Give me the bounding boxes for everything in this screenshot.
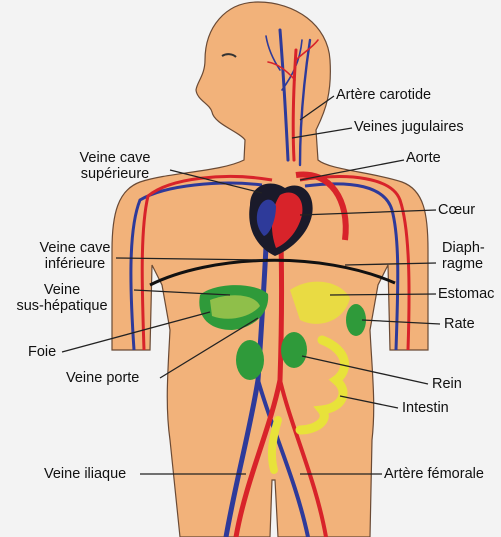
label-veine-sus-hep-2: sus-hépatique xyxy=(16,298,108,314)
liver xyxy=(199,285,269,330)
spleen xyxy=(346,304,366,336)
label-diaphragme-1: Diaph- xyxy=(442,240,485,256)
label-veine-cave-inf-2: inférieure xyxy=(44,256,106,272)
label-veine-cave-inf-1: Veine cave xyxy=(39,240,111,256)
label-veine-sus-hep-1: Veine xyxy=(43,282,81,298)
label-coeur: Cœur xyxy=(438,202,476,218)
arm-vessels xyxy=(129,175,411,351)
kidney-left xyxy=(236,340,264,380)
trunk-leg-vessels xyxy=(223,171,349,537)
label-veine-iliaque: Veine iliaque xyxy=(44,466,127,482)
label-aorte: Aorte xyxy=(406,150,441,166)
label-estomac: Estomac xyxy=(438,286,495,302)
label-veine-porte: Veine porte xyxy=(66,370,140,386)
label-intestin: Intestin xyxy=(402,400,449,416)
label-rein: Rein xyxy=(432,376,462,392)
label-veine-cave-sup-1: Veine cave xyxy=(79,150,151,166)
leader-lines xyxy=(61,95,441,475)
stomach xyxy=(290,281,350,324)
diaphragm-curve xyxy=(149,258,396,287)
label-diaphragme-2: ragme xyxy=(442,256,484,272)
neck-vessels xyxy=(265,28,319,167)
label-foie: Foie xyxy=(28,344,57,360)
label-artere-femorale: Artère fémorale xyxy=(384,466,484,482)
label-veine-cave-sup-2: supérieure xyxy=(80,166,150,182)
heart xyxy=(249,183,313,256)
body-silhouette xyxy=(111,1,429,537)
intestine-lower xyxy=(267,416,282,474)
eye-icon xyxy=(221,53,237,58)
label-veines-jugulaires: Veines jugulaires xyxy=(354,119,464,135)
label-rate: Rate xyxy=(444,316,475,332)
kidney-right xyxy=(281,332,307,368)
label-artere-carotide: Artère carotide xyxy=(336,87,432,103)
